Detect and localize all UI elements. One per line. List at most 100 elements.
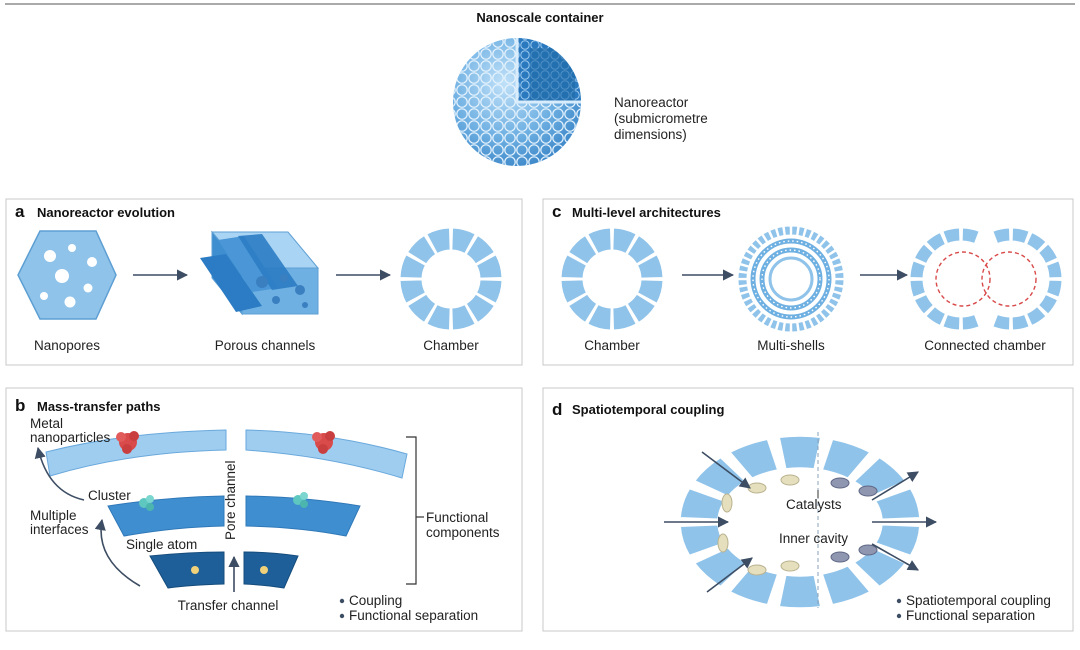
label-chamber-c: Chamber: [584, 338, 640, 353]
label-inner-cavity: Inner cavity: [779, 531, 848, 546]
panel-a-title: Nanoreactor evolution: [37, 205, 175, 220]
ring-segment: [791, 225, 799, 236]
ring-d-segment: [693, 456, 747, 498]
chamber-ring-c: [560, 227, 664, 331]
top-layer-right: [245, 429, 408, 479]
connected-part: [992, 313, 1011, 331]
arrow-d-out-bottom: [871, 543, 919, 571]
ring-segment: [832, 264, 844, 273]
shell-part: [752, 240, 830, 318]
label-functional-1: Functional: [426, 510, 488, 525]
ring-segment: [823, 302, 836, 314]
catalyst-grey-icons: [830, 477, 878, 563]
single-atom-icon-2: [260, 566, 268, 574]
bottom-layer-left: [149, 551, 225, 589]
ring-d-segment: [778, 435, 822, 470]
label-single-atom: Single atom: [126, 537, 197, 552]
bullet-d-1: Spatiotemporal coupling: [906, 593, 1051, 608]
ring-segment: [626, 234, 657, 265]
arrow-d-in-top: [701, 451, 751, 489]
ring-segment: [750, 307, 763, 320]
ring-segment: [819, 307, 832, 320]
label-metal-1: Metal: [30, 416, 63, 431]
nanoreactor-label-2: (submicrometre: [614, 111, 708, 126]
connected-part: [925, 231, 947, 253]
ring-segment: [746, 302, 759, 314]
connected-part: [1011, 227, 1030, 245]
ring-segment: [783, 225, 791, 236]
ring-segment: [406, 293, 437, 324]
shell-part: [761, 249, 821, 309]
nanoreactor-label-1: Nanoreactor: [614, 95, 689, 110]
connected-part: [935, 251, 991, 307]
ring-segment: [762, 315, 773, 328]
ring-segment: [819, 238, 832, 251]
ring-segment: [769, 318, 779, 331]
ring-segment: [465, 234, 496, 265]
ring-segment: [465, 293, 496, 324]
connected-part: [925, 305, 947, 327]
ring-segment: [451, 303, 476, 331]
panel-d-letter: d: [552, 400, 562, 419]
connected-part: [1025, 231, 1047, 253]
ring-segment: [830, 257, 843, 267]
arrow-d-in-bottom: [706, 557, 753, 593]
connected-part: [1025, 305, 1047, 327]
shell-part: [768, 256, 814, 302]
label-multiple-1: Multiple: [30, 508, 77, 523]
ring-segment: [797, 226, 806, 238]
label-metal-2: nanoparticles: [30, 430, 111, 445]
connected-part: [909, 279, 927, 298]
connected-part: [913, 293, 935, 315]
arrow-b-cluster-to-metal: [34, 446, 85, 501]
cluster-icon-2: [293, 492, 308, 508]
ring-segment: [756, 234, 768, 247]
ring-d-segment: [821, 438, 872, 480]
ring-segment: [612, 227, 637, 255]
label-functional-2: components: [426, 525, 500, 540]
arrow-b-atom-to-cluster: [94, 518, 141, 587]
ring-segment: [560, 254, 588, 279]
ring-d-segment: [821, 564, 872, 606]
ring-segment: [776, 226, 785, 238]
figure-title: Nanoscale container: [476, 10, 603, 25]
ring-segment: [567, 293, 598, 324]
ring-d-segment: [728, 564, 779, 606]
ring-segment: [776, 320, 785, 332]
connected-part: [1045, 279, 1063, 298]
bracket: [406, 436, 417, 585]
label-chamber-a: Chamber: [423, 338, 479, 353]
ring-segment: [426, 303, 451, 331]
panel-d-title: Spatiotemporal coupling: [572, 402, 724, 417]
ring-segment: [612, 303, 637, 331]
ring-segment: [742, 250, 755, 261]
label-connected-chamber: Connected chamber: [924, 338, 1046, 353]
connected-part: [961, 227, 980, 245]
single-atom-icon: [191, 566, 199, 574]
ring-segment: [827, 250, 840, 261]
ring-segment: [809, 315, 820, 328]
nanoreactor-label-3: dimensions): [614, 127, 687, 142]
ring-segment: [762, 230, 773, 243]
connected-part: [942, 227, 961, 245]
ring-segment: [737, 279, 748, 287]
ring-d-segment: [874, 523, 921, 557]
label-cluster: Cluster: [88, 488, 131, 503]
label-catalysts: Catalysts: [786, 497, 842, 512]
porous-channels-icon: [200, 230, 320, 316]
ring-segment: [636, 279, 664, 304]
connected-part: [1037, 243, 1059, 265]
label-transfer-channel: Transfer channel: [178, 598, 279, 613]
connected-part: [909, 260, 927, 279]
panel-b-title: Mass-transfer paths: [37, 399, 161, 414]
ring-segment: [814, 234, 826, 247]
nanoreactor-sphere: [453, 38, 581, 166]
ring-segment: [626, 293, 657, 324]
connected-part: [961, 313, 980, 331]
panel-c-title: Multi-level architectures: [572, 205, 721, 220]
nanopores-icon: [17, 230, 117, 320]
chamber-ring-a: [399, 227, 503, 331]
metal-nanoparticle-icon-2: [312, 431, 335, 454]
connected-part: [992, 227, 1011, 245]
label-multi-shells: Multi-shells: [757, 338, 825, 353]
